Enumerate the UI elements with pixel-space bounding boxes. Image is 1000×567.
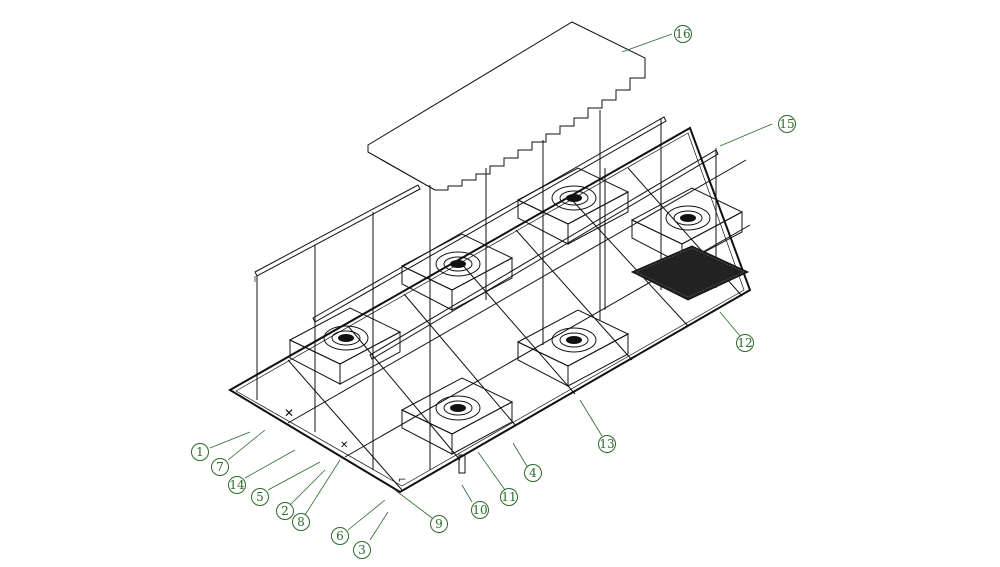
callout-5: 5	[251, 488, 269, 506]
svg-text:10: 10	[472, 503, 487, 517]
svg-text:2: 2	[281, 504, 289, 518]
floor-grid: ✕ ✕ ⌐	[228, 126, 752, 494]
callout-14: 14	[228, 476, 246, 494]
callout-7: 7	[211, 458, 229, 476]
ceiling-slab	[367, 21, 646, 191]
svg-text:11: 11	[501, 490, 516, 504]
svg-text:✕: ✕	[340, 440, 348, 451]
svg-text:5: 5	[256, 490, 264, 504]
svg-text:7: 7	[216, 460, 224, 474]
ffu-unit	[400, 377, 514, 455]
svg-text:1: 1	[196, 445, 204, 459]
svg-text:13: 13	[599, 437, 614, 451]
callouts: 1 7 14 5 2 8 6 3 9 10 11 4 13 12 15 16	[191, 25, 796, 559]
svg-text:3: 3	[358, 543, 366, 557]
callout-3: 3	[353, 541, 371, 559]
svg-text:4: 4	[529, 466, 537, 480]
callout-9: 9	[430, 515, 448, 533]
svg-text:✕: ✕	[284, 406, 294, 420]
callout-15: 15	[778, 115, 796, 133]
ffu-unit	[288, 307, 402, 385]
callout-12: 12	[736, 334, 754, 352]
svg-text:⌐: ⌐	[398, 475, 406, 486]
callout-4: 4	[524, 464, 542, 482]
leader-lines	[209, 33, 773, 541]
callout-11: 11	[500, 488, 518, 506]
svg-text:9: 9	[435, 517, 443, 531]
ffu-unit	[516, 309, 630, 387]
mesh-grille	[630, 245, 750, 301]
callout-2: 2	[276, 502, 294, 520]
callout-6: 6	[331, 527, 349, 545]
svg-text:14: 14	[229, 478, 245, 492]
svg-text:12: 12	[737, 336, 752, 350]
ffu-unit	[400, 233, 514, 311]
hanger-rods	[429, 110, 601, 470]
svg-text:16: 16	[675, 27, 690, 41]
ffu-unit	[516, 167, 630, 245]
callout-16: 16	[674, 25, 692, 43]
callout-8: 8	[292, 513, 310, 531]
svg-text:6: 6	[336, 529, 344, 543]
svg-text:8: 8	[297, 515, 305, 529]
svg-text:15: 15	[779, 117, 794, 131]
callout-10: 10	[471, 501, 489, 519]
callout-1: 1	[191, 443, 209, 461]
callout-13: 13	[598, 435, 616, 453]
